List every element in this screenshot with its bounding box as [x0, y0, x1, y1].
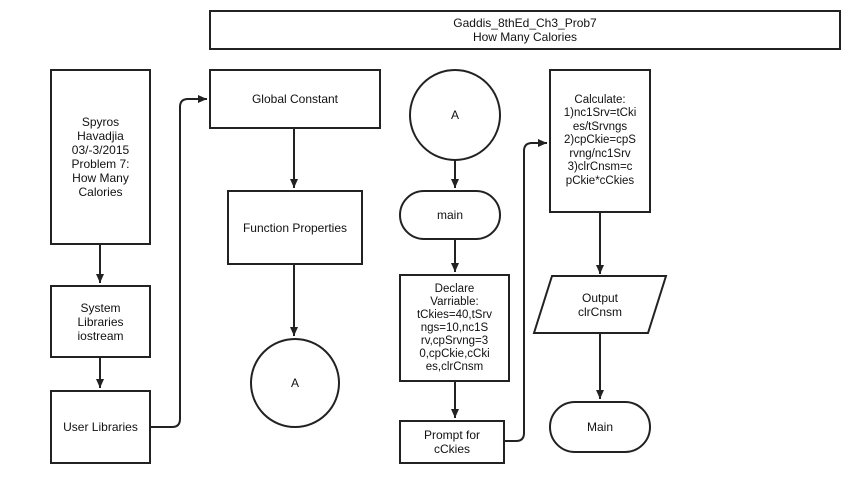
declare-variable-box: Declare Varriable: tCkies=40,tSrv ngs=10…: [399, 274, 510, 382]
prompt-box: Prompt for cCkies: [399, 420, 505, 464]
output-parallelogram: [532, 275, 668, 334]
main-start-terminal: main: [399, 190, 501, 240]
arrow-user-libraries-to-global-constant: [151, 95, 207, 428]
connector-a-circle-right: A: [409, 69, 501, 161]
arrow-prompt-to-calculate: [505, 139, 547, 442]
output-label: Output clrCnsm: [578, 291, 622, 319]
title-line-2: How Many Calories: [472, 30, 578, 44]
connector-a-circle-left: A: [250, 338, 340, 428]
author-info-box: Spyros Havadjia 03/-3/2015 Problem 7: Ho…: [50, 69, 151, 245]
user-libraries-box: User Libraries: [50, 390, 151, 464]
function-properties-box: Function Properties: [227, 190, 363, 265]
system-libraries-box: System Libraries iostream: [50, 285, 151, 358]
title-box: Gaddis_8thEd_Ch3_Prob7 How Many Calories: [209, 10, 841, 50]
main-end-terminal: Main: [549, 401, 651, 453]
calculate-box: Calculate: 1)nc1Srv=tCki es/tSrvngs 2)cp…: [549, 69, 651, 213]
global-constant-box: Global Constant: [209, 69, 381, 129]
title-line-1: Gaddis_8thEd_Ch3_Prob7: [453, 16, 597, 30]
